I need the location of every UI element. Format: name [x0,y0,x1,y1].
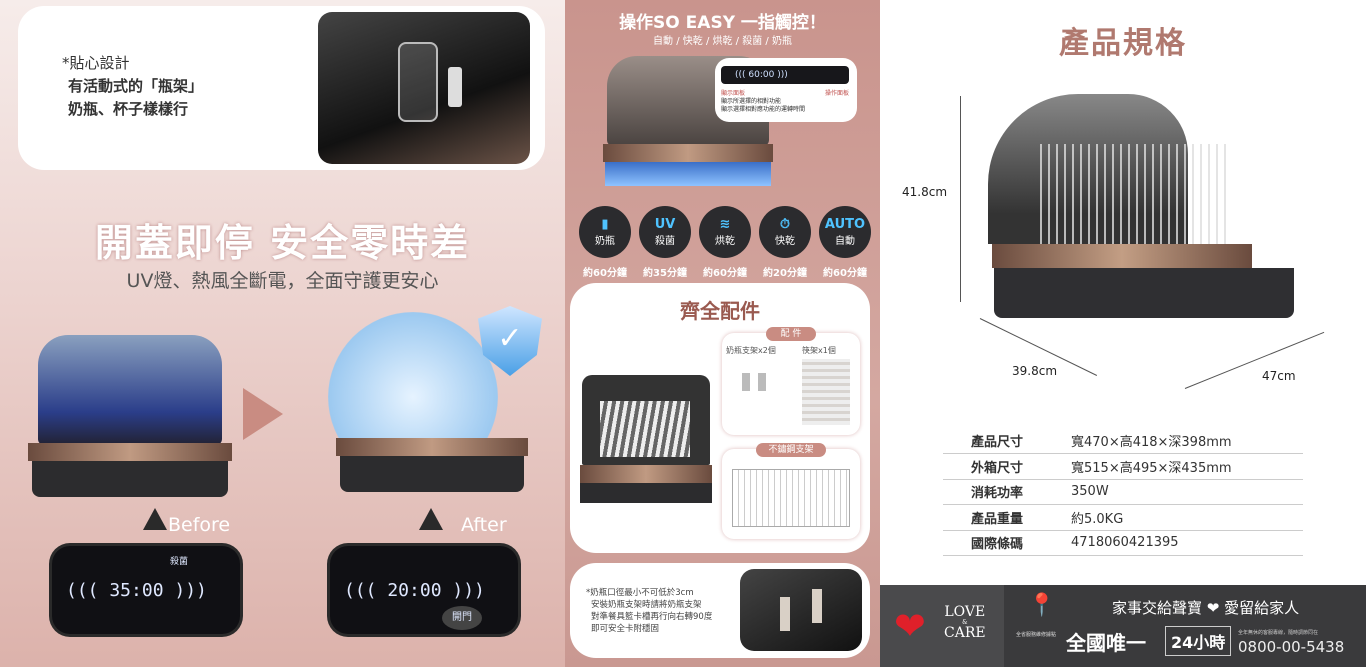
mode-bottle: ▮ 奶瓶約60分鐘 [575,206,635,279]
mode-time: 約60分鐘 [823,268,867,279]
auto-icon: AUTO [824,217,866,232]
mode-auto: AUTO 自動約60分鐘 [815,206,875,279]
spec-table: 產品尺寸寬470×高418×深398mm 外箱尺寸寬515×高495×深435m… [943,428,1303,556]
wind-icon: ≋ [719,217,731,232]
accessories-card: 齊全配件 配 件 奶瓶支架x2個 筷架x1個 不鏽鋼支架 [570,283,870,553]
spec-label: 外箱尺寸 [943,453,1071,480]
love-care-logo: ❤ LOVE & CARE [880,585,1004,667]
mode-list: ▮ 奶瓶約60分鐘 UV 殺菌約35分鐘 ≋ 烘乾約60分鐘 ⏱ 快乾約20分鐘 AUT… [575,206,871,279]
panel-display: ((( 60:00 ))) [721,66,849,84]
spec-row: 產品重量約5.0KG [943,504,1303,531]
hotline-phone[interactable]: 0800-00-5438 [1238,638,1345,656]
spec-label: 產品尺寸 [943,428,1071,454]
after-display: ((( 20:00 ))) 開門 [330,546,518,634]
panel-desc: 顯示選擇相對應功能的運轉時間 [721,106,806,113]
rack-badge: 不鏽鋼支架 [756,443,826,457]
rack-box: 不鏽鋼支架 [722,443,860,539]
operation-title: 操作SO EASY 一指觸控！ [619,13,826,33]
spec-label: 消耗功率 [943,479,1071,505]
bottle-rack-card: *貼心設計 有活動式的「瓶架」 奶瓶、杯子樣樣行 [18,6,545,170]
spec-label: 產品重量 [943,504,1071,531]
mode-dry: ≋ 烘乾約60分鐘 [695,206,755,279]
mode-time: 約60分鐘 [703,268,747,279]
spec-row: 外箱尺寸寬515×高495×深435mm [943,453,1303,480]
slogan: 家事交給聲寶 ❤ 愛留給家人 [1112,599,1300,617]
note-line: *貼心設計 [62,54,130,72]
bottle-icon: ▮ [601,217,609,232]
uv-icon: UV [654,217,676,232]
width-dimension: 47cm [1262,369,1296,383]
unique-label: 全國唯一 [1066,631,1146,655]
logo-text: CARE [944,625,986,641]
panel-callout: ((( 60:00 ))) 顯示面板 操作面板 顯示所選擇的相對功能 顯示選擇相… [715,58,857,122]
height-dimension: 41.8cm [902,185,948,199]
mode-quick: ⏱ 快乾約20分鐘 [755,206,815,279]
dish-dryer-before [28,335,232,500]
door-open-indicator: 開門 [442,606,482,630]
after-timer: ((( 20:00 ))) [344,579,485,601]
after-label: After [461,514,507,536]
panel-label-control: 操作面板 [824,90,849,97]
before-display: ((( 35:00 ))) 殺菌 [52,546,240,634]
logo-text: & [962,619,968,626]
brand-footer: ❤ LOVE & CARE 📍 全省服務維修據點 家事交給聲寶 ❤ 愛留給家人 … [880,585,1366,667]
map-pin-icon: 📍 [1028,593,1056,618]
headline: 開蓋即停 安全零時差 [94,221,471,265]
spec-value: 約5.0KG [1071,504,1303,531]
mode-label: 奶瓶 [595,236,615,247]
spec-title: 產品規格 [1059,26,1187,61]
mode-label: 自動 [835,236,855,247]
part-bottle-holder: 奶瓶支架x2個 [726,346,776,355]
sterilize-indicator: 殺菌 [170,557,189,567]
mode-label: 烘乾 [715,236,735,247]
note-line: 安裝奶瓶支架時請將奶瓶支架 [591,600,702,610]
dish-dryer-open-photo [580,375,712,503]
mode-uv: UV 殺菌約35分鐘 [635,206,695,279]
spec-panel: 產品規格 41.8cm 39.8cm 47cm 產品尺寸寬470×高418×深3… [880,0,1366,667]
note-line: 有活動式的「瓶架」 [68,77,204,95]
before-timer: ((( 35:00 ))) [66,579,207,601]
hotline-caption: 全年無休的客服專線，隨時調節同在 [1238,630,1319,636]
mode-time: 約20分鐘 [763,268,807,279]
spec-value: 寬470×高418×深398mm [1071,428,1303,454]
hours-badge: 24小時 [1165,626,1232,656]
panel-desc: 顯示所選擇的相對功能 [721,98,782,105]
accessories-title: 齊全配件 [680,299,760,323]
product-photo [980,84,1320,344]
heart-icon: ❤ [894,604,926,648]
operation-subtitle: 自動 / 快乾 / 烘乾 / 殺菌 / 奶瓶 [653,36,792,47]
spec-value: 寬515×高495×深435mm [1071,453,1303,480]
stopwatch-icon: ⏱ [779,217,791,232]
spec-value: 4718060421395 [1071,530,1303,556]
depth-dimension: 39.8cm [1012,364,1058,378]
note-line: 對準餐具籃卡槽再行向右轉90度 [591,612,713,622]
mode-label: 殺菌 [655,236,675,247]
operation-panel: 操作SO EASY 一指觸控！ 自動 / 快乾 / 烘乾 / 殺菌 / 奶瓶 (… [565,0,880,667]
before-label: Before [168,514,231,536]
note-line: *奶瓶口徑最小不可低於3cm [586,588,694,598]
spec-label: 國際條碼 [943,530,1071,556]
arrow-right-icon [243,388,283,440]
dish-dryer-after: ✓ [328,306,542,502]
mode-time: 約60分鐘 [583,268,627,279]
note-line: 奶瓶、杯子樣樣行 [68,100,189,118]
map-caption: 全省服務維修據點 [1016,632,1057,638]
safety-panel: *貼心設計 有活動式的「瓶架」 奶瓶、杯子樣樣行 開蓋即停 安全零時差 UV燈、… [0,0,565,667]
subheadline: UV燈、熱風全斷電，全面守護更安心 [126,270,439,292]
part-chopstick-rack: 筷架x1個 [802,346,836,355]
panel-label-display: 顯示面板 [721,90,746,97]
parts-box: 配 件 奶瓶支架x2個 筷架x1個 [722,327,860,435]
bottle-rack-photo [318,12,530,164]
bottle-holder-photo [740,569,862,651]
logo-text: LOVE [944,604,986,620]
spec-row: 產品尺寸寬470×高418×深398mm [943,428,1303,454]
parts-badge: 配 件 [766,327,816,341]
note-line: 即可安全卡附穩固 [591,624,660,634]
bottle-note-card: *奶瓶口徑最小不可低於3cm 安裝奶瓶支架時請將奶瓶支架 對準餐具籃卡槽再行向右… [570,563,870,658]
mode-label: 快乾 [775,236,795,247]
mode-time: 約35分鐘 [643,268,687,279]
spec-value: 350W [1071,479,1303,505]
